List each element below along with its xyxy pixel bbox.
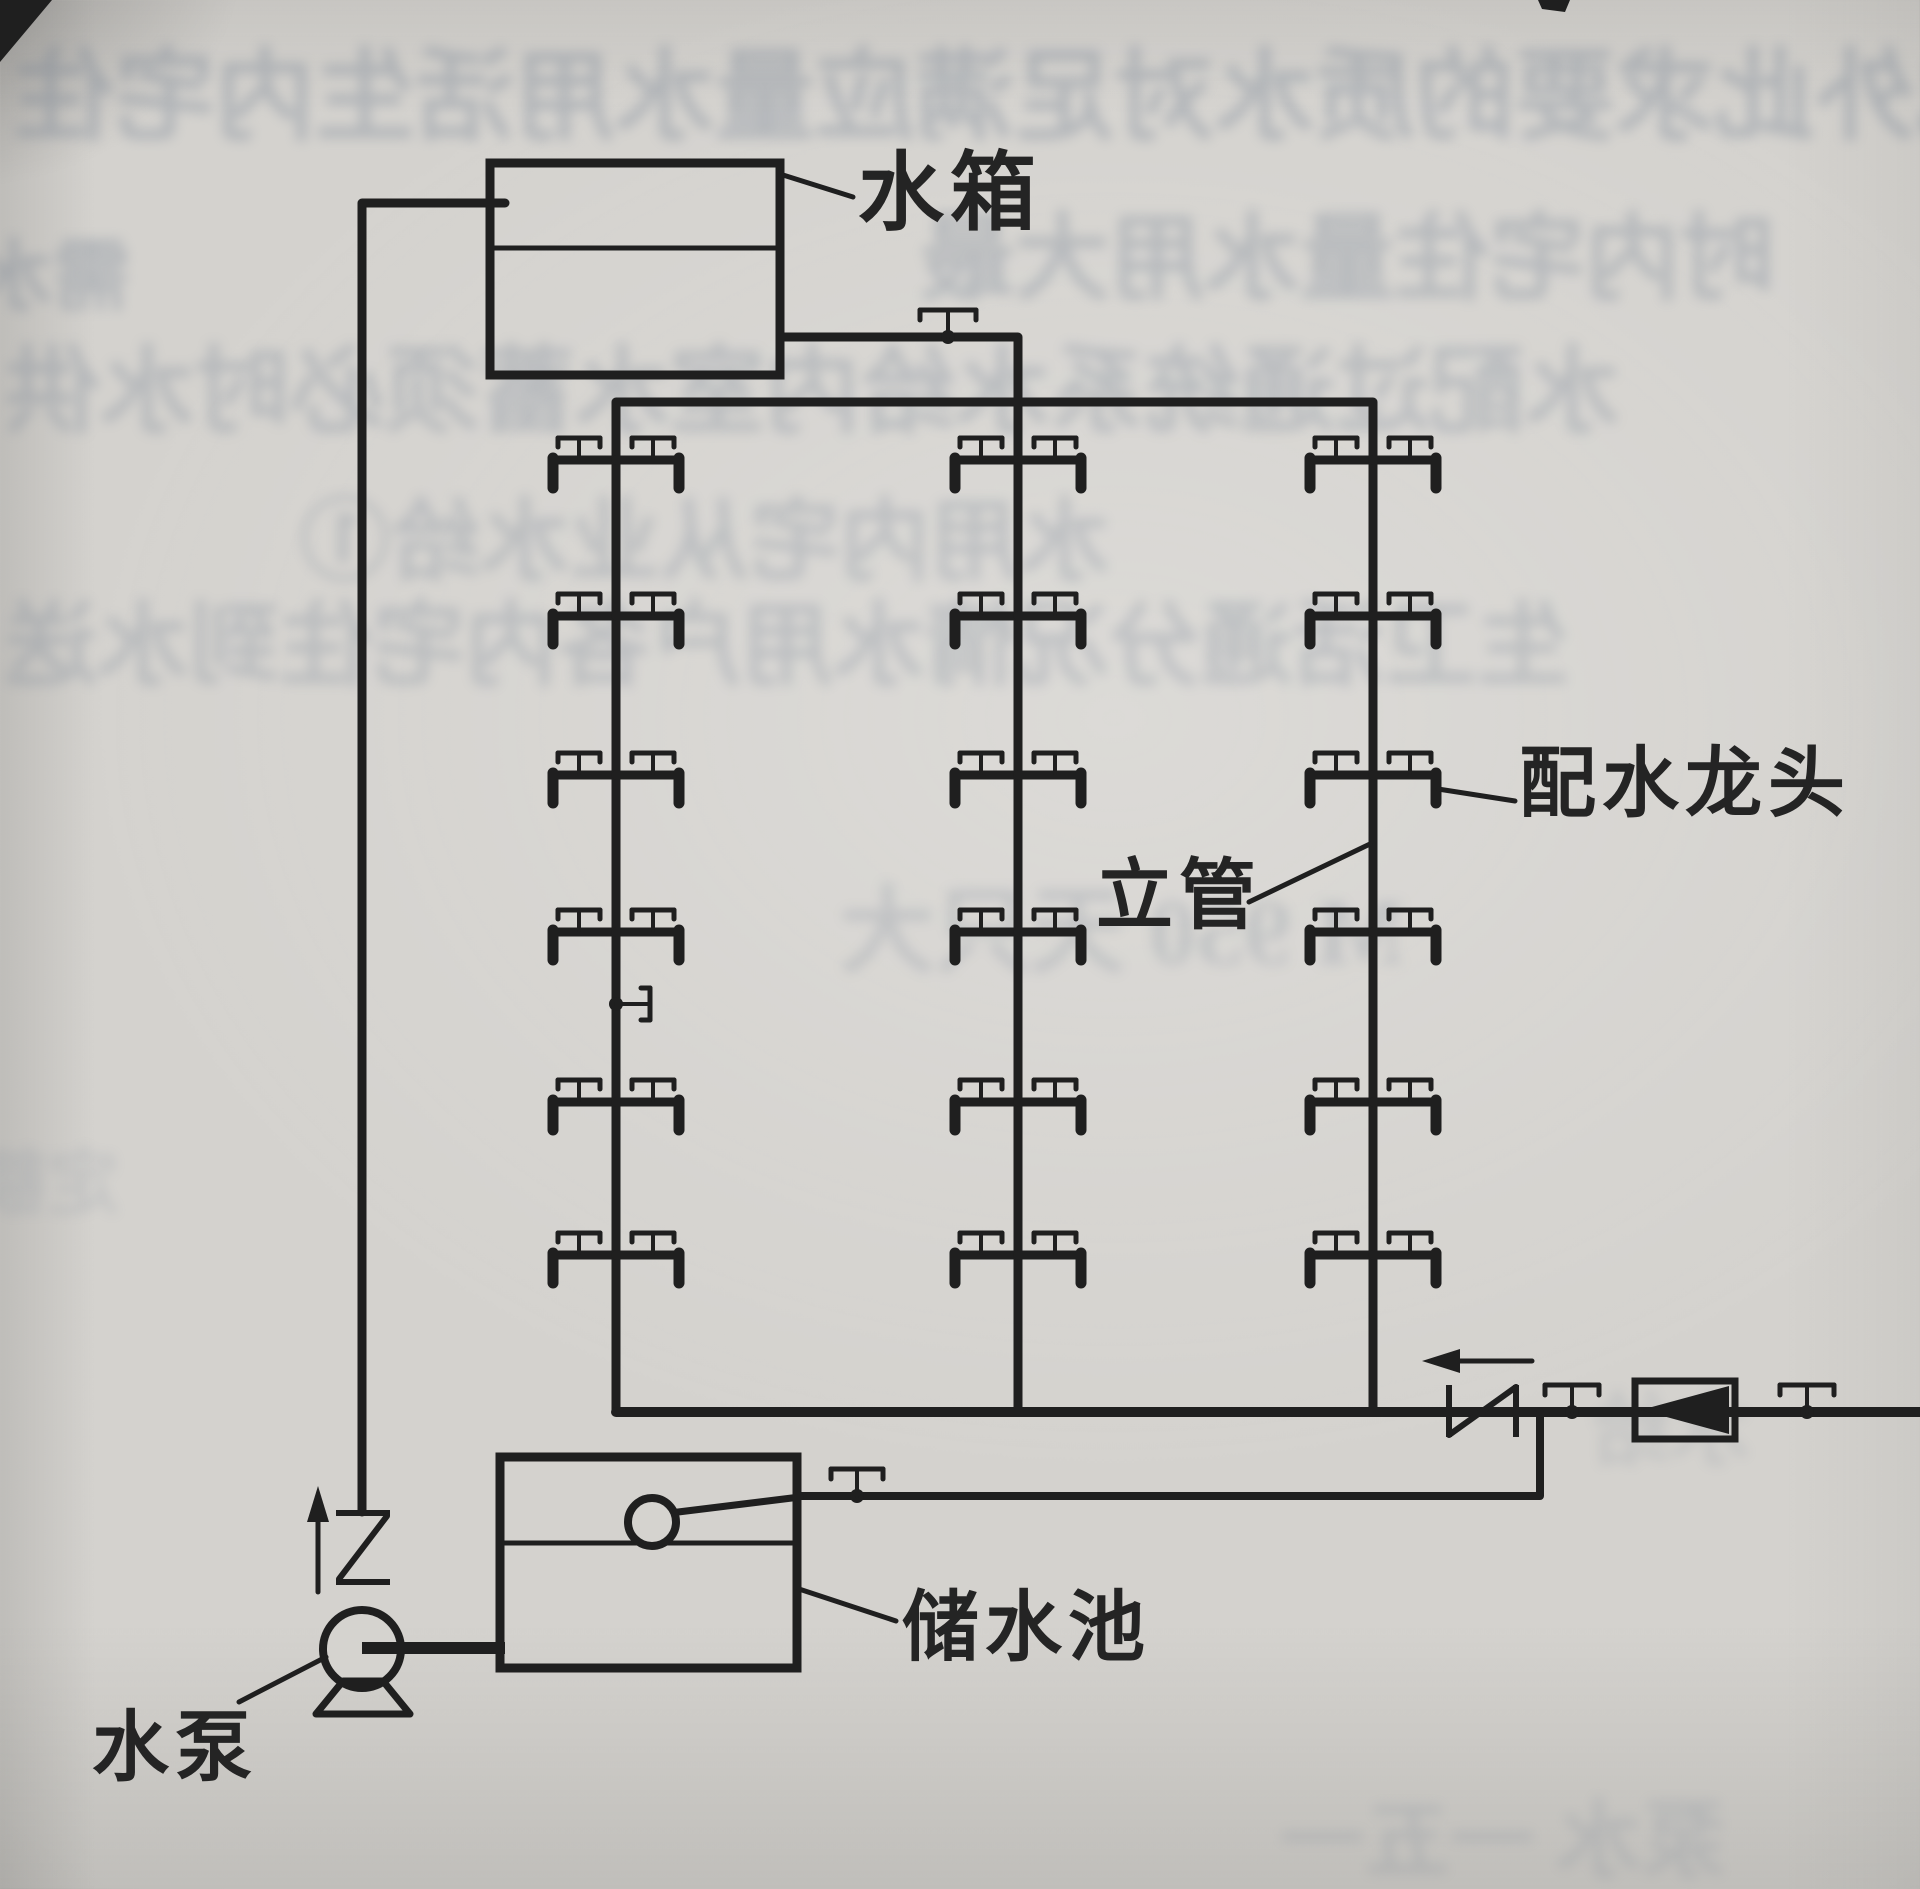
- float-valve-icon: [624, 1494, 680, 1550]
- pump-discharge-pipe: [357, 198, 510, 1517]
- page-corner-mark: [0, 0, 52, 62]
- pool-fill-pipe: [796, 1408, 1544, 1500]
- pump-label-leader: [236, 1654, 329, 1705]
- page-corner-mark: [1538, 0, 1570, 12]
- storage-pool-symbol: [495, 1452, 802, 1673]
- float-arm: [666, 1493, 804, 1517]
- riser-label-leader: [1246, 841, 1373, 905]
- pump-base: [312, 1677, 414, 1718]
- label-storage-pool: 储水池: [902, 1585, 1151, 1671]
- water-meter-icon: [1641, 1386, 1729, 1434]
- tank-outlet-and-riser-2: [775, 332, 1023, 1417]
- label-faucet: 配水龙头: [1519, 741, 1851, 827]
- pump-check-valve-icon: [336, 1513, 390, 1582]
- label-riser: 立管: [1096, 853, 1262, 939]
- flow-direction-arrow: [1422, 1349, 1460, 1373]
- flow-up-arrow: [307, 1486, 329, 1522]
- tank-label-leader: [780, 172, 856, 200]
- faucet-label-leader: [1435, 786, 1518, 804]
- water-tank-symbol: [485, 158, 785, 380]
- top-distribution-main: [611, 397, 1378, 1417]
- pool-label-leader: [796, 1586, 899, 1624]
- check-valve-icon: [1446, 1384, 1519, 1438]
- label-water-tank: 水箱: [858, 145, 1042, 241]
- label-water-pump: 水泵: [92, 1705, 258, 1791]
- water-meter-icon: [1631, 1377, 1739, 1443]
